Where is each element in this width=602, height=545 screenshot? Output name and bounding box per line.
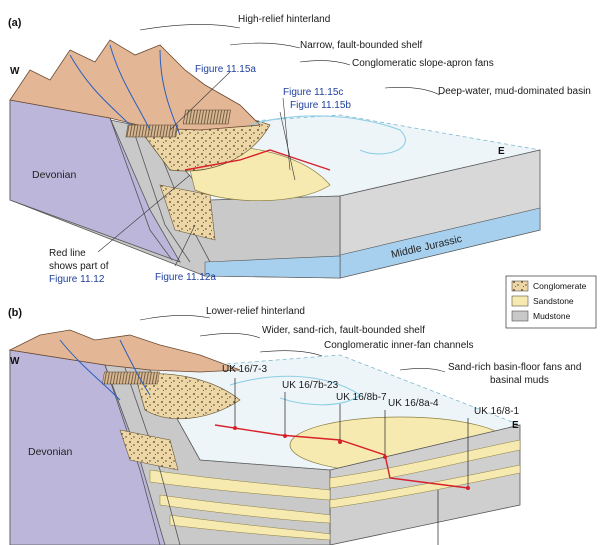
- panel-a-east: E: [498, 146, 505, 157]
- legend-swatch-mudstone: [511, 310, 529, 322]
- panel-a-hinterland-label: High-relief hinterland: [238, 14, 330, 25]
- panel-b-well-3: UK 16/8b-7: [336, 392, 387, 403]
- legend-swatch-conglomerate: [511, 280, 529, 292]
- panel-a-fig-12a: Figure 11.12a: [155, 272, 216, 283]
- panel-a-basin-label: Deep-water, mud-dominated basin: [438, 86, 591, 97]
- panel-a-red-note-1: Red line: [49, 248, 86, 259]
- panel-b-wells: [233, 378, 470, 545]
- panel-b-east: E: [512, 420, 519, 431]
- panel-a-devonian-label: Devonian: [32, 169, 77, 181]
- panel-a-fig-15b: Figure 11.15b: [290, 100, 351, 111]
- panel-a: (a): [8, 14, 591, 285]
- legend-label-mudstone: Mudstone: [533, 311, 571, 321]
- panel-a-red-line: [184, 149, 331, 171]
- panel-b-devonian-label: Devonian: [28, 446, 73, 458]
- panel-b-inner-fan-label: Conglomeratic inner-fan channels: [324, 340, 474, 351]
- panel-b: (b): [8, 306, 581, 545]
- panel-b-shelf-label: Wider, sand-rich, fault-bounded shelf: [262, 325, 425, 336]
- panel-a-river: [69, 44, 181, 136]
- panel-a-label: (a): [8, 17, 22, 29]
- panel-b-well-5: UK 16/8-1: [474, 406, 519, 417]
- panel-b-well-4: UK 16/8a-4: [388, 398, 439, 409]
- legend-swatch-sandstone: [511, 295, 529, 307]
- panel-a-fig-15a: Figure 11.15a: [195, 64, 256, 75]
- panel-b-well-1: UK 16/7-3: [222, 364, 267, 375]
- panel-a-red-note-2: shows part of: [49, 261, 109, 272]
- panel-a-shelf-label: Narrow, fault-bounded shelf: [300, 40, 423, 51]
- panel-b-basin-label-1: Sand-rich basin-floor fans and: [448, 362, 581, 373]
- panel-b-basin-label-2: basinal muds: [490, 375, 549, 386]
- legend-label-sandstone: Sandstone: [533, 296, 574, 306]
- panel-a-west: W: [10, 66, 20, 77]
- panel-a-slope-label: Conglomeratic slope-apron fans: [352, 58, 494, 69]
- panel-a-fig-15c: Figure 11.15c: [283, 87, 343, 98]
- panel-b-red-line: [214, 424, 469, 489]
- panel-b-river: [59, 339, 151, 401]
- legend-label-conglomerate: Conglomerate: [533, 281, 587, 291]
- panel-b-conglomerate: [134, 373, 241, 420]
- panel-a-red-note-3: Figure 11.12: [49, 274, 105, 285]
- panel-b-label: (b): [8, 307, 22, 319]
- panel-b-well-2: UK 16/7b-23: [282, 380, 339, 391]
- legend: Conglomerate Sandstone Mudstone: [505, 275, 597, 329]
- panel-b-west: W: [10, 356, 20, 367]
- panel-b-hinterland-label: Lower-relief hinterland: [206, 306, 305, 317]
